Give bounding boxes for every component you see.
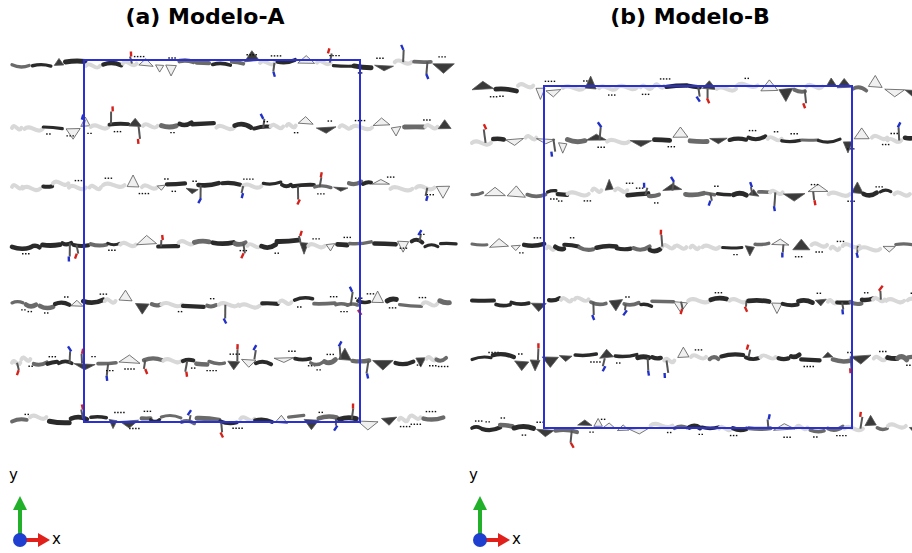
peptide-layers <box>12 45 912 448</box>
simulation-box <box>84 60 360 422</box>
axis-label: y <box>469 466 478 484</box>
axis-triad <box>13 496 50 547</box>
panel-title: (a) Modelo-A <box>125 4 284 29</box>
axis-triad <box>473 496 510 547</box>
panel-title: (b) Modelo-B <box>610 4 770 29</box>
axis-label: x <box>52 530 61 548</box>
axis-label: x <box>512 530 521 548</box>
simulation-box <box>544 86 852 428</box>
axis-label: y <box>9 466 18 484</box>
